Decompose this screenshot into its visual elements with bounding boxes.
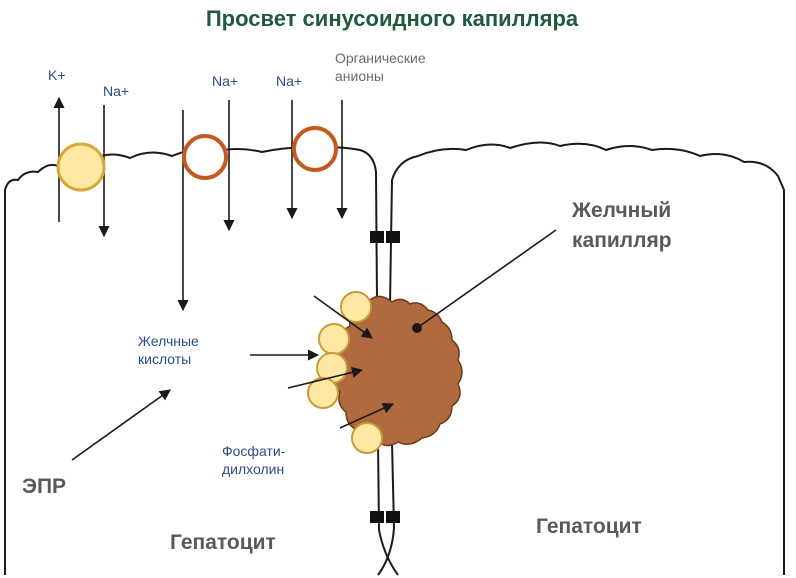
vesicle-5 — [351, 422, 383, 454]
vesicle-1 — [340, 291, 372, 323]
organic-anion-transporter — [292, 126, 338, 172]
secretion-arrow-1 — [313, 295, 373, 339]
hepatocyte-left-label: Гепатоцит — [170, 531, 276, 554]
secretion-arrow-4 — [339, 403, 395, 429]
secretion-arrow-3 — [287, 366, 364, 389]
vesicle-4 — [307, 377, 339, 409]
er-pointer-arrow — [71, 389, 171, 461]
na-k-atpase — [56, 142, 106, 192]
er-label: ЭПР — [22, 475, 66, 498]
k-ion-label: K+ — [48, 67, 66, 83]
na-ion-label-1: Na+ — [103, 83, 129, 99]
hepatocyte-right-label: Гепатоцит — [536, 515, 642, 538]
organic-anions-label: Органические анионы — [335, 50, 430, 84]
na-bile-acid-transporter — [182, 134, 228, 180]
bile-capillary-label: Желчный капилляр — [571, 199, 677, 252]
vesicle-2 — [318, 323, 350, 355]
na-ion-label-2: Na+ — [212, 73, 238, 89]
na-ion-label-3: Na+ — [276, 73, 302, 89]
phosphatidylcholine-label: Фосфати- дилхолин — [222, 443, 289, 477]
bile-acids-label: Желчные кислоты — [138, 333, 203, 367]
bile-capillary-pointer-line — [416, 229, 557, 329]
right-hepatocyte-membrane — [377, 141, 785, 576]
diagram-title: Просвет синусоидного капилляра — [206, 6, 579, 31]
